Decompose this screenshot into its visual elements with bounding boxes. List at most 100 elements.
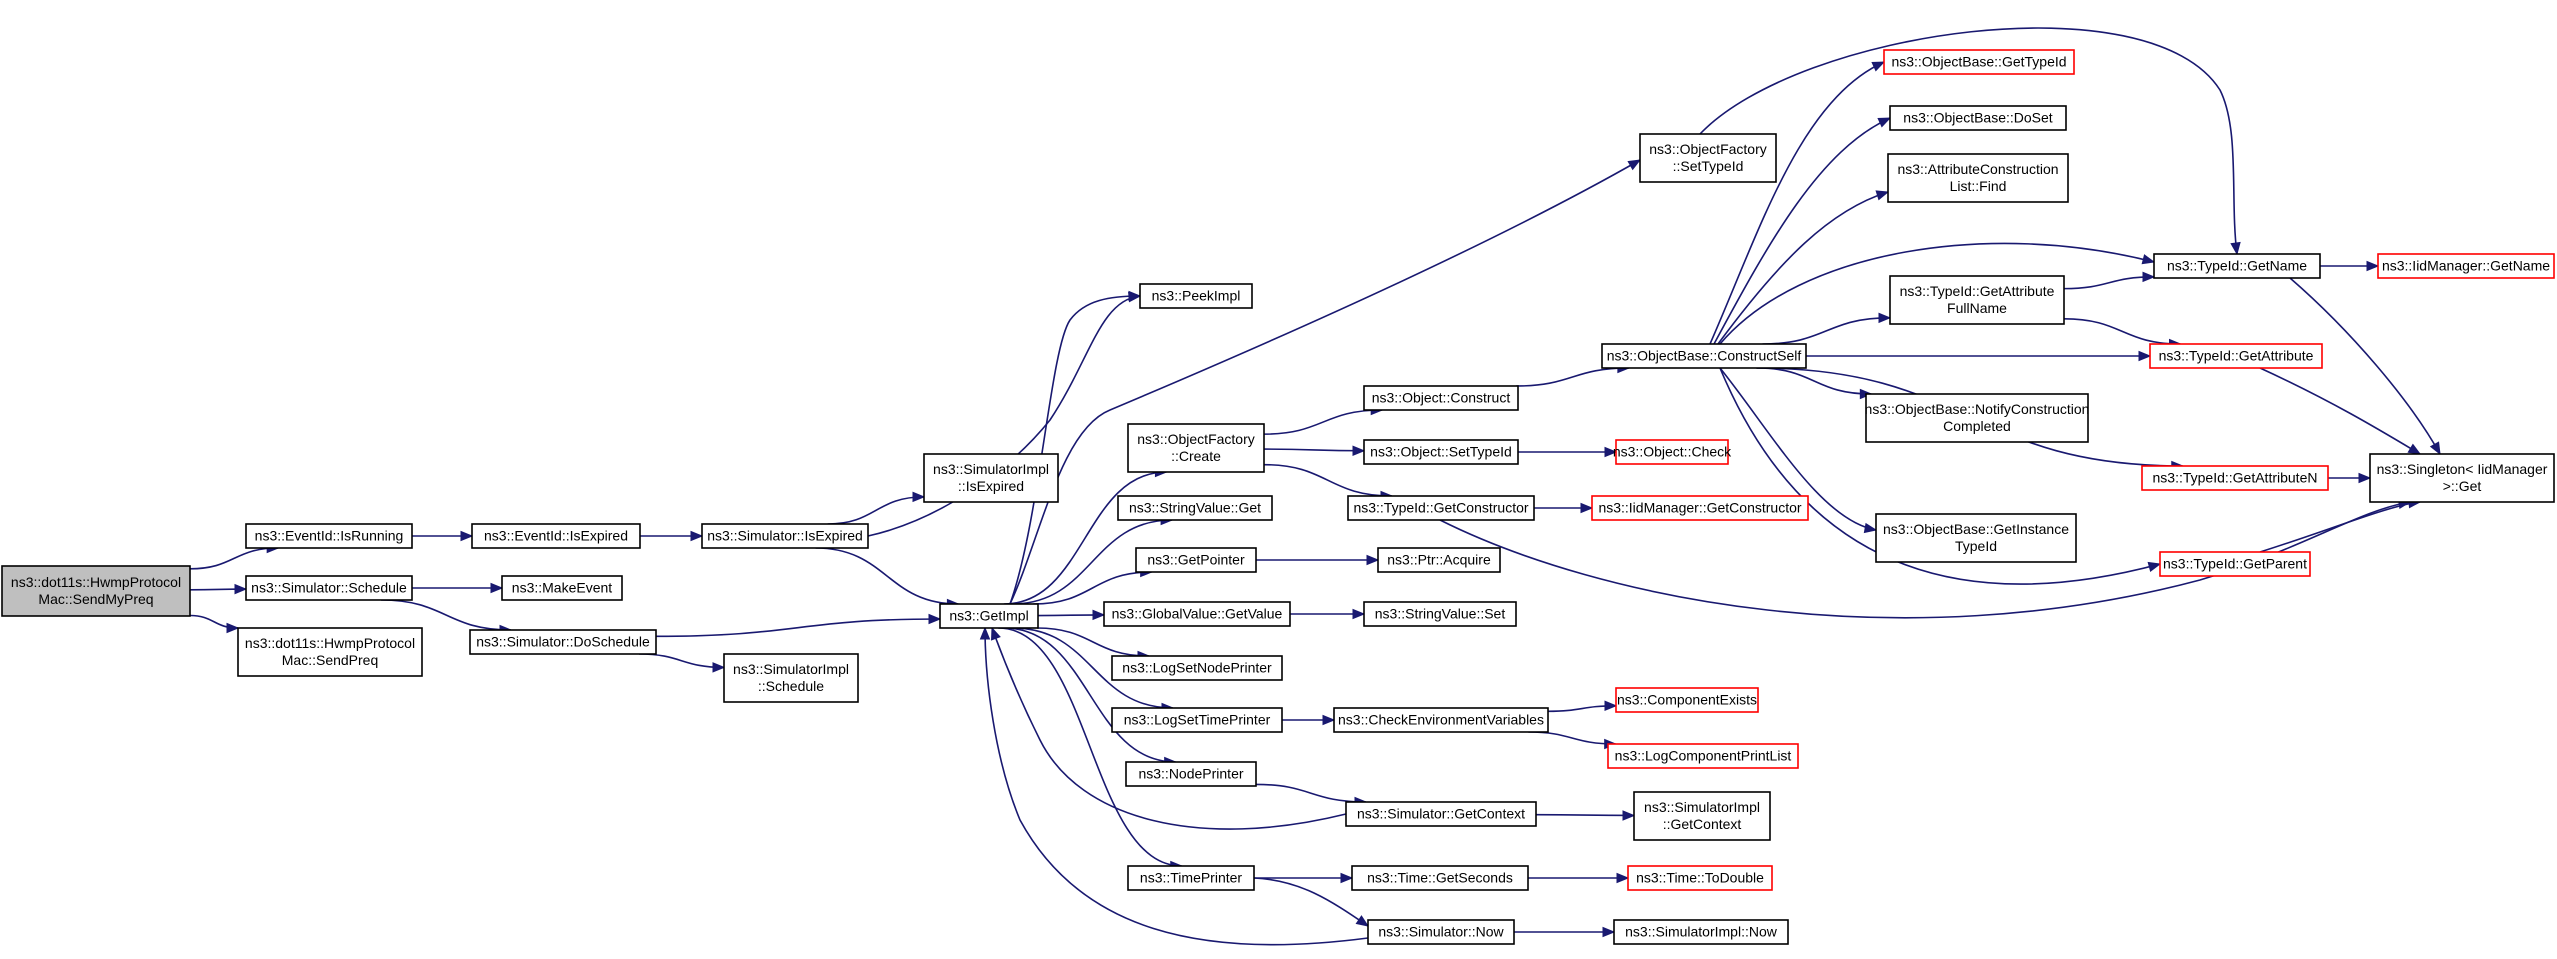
node-box xyxy=(2153,253,2321,279)
node-svSet[interactable]: ns3::StringValue::Set xyxy=(1363,601,1517,627)
arrowhead-obConstructSelf-to-tidGetAttr xyxy=(2138,350,2152,362)
node-doSchedule[interactable]: ns3::Simulator::DoSchedule xyxy=(469,629,657,655)
edge-obConstructSelf-to-obDoSet xyxy=(1713,117,1891,345)
edge-getImpl-to-getPointer xyxy=(1033,571,1152,605)
node-gvGetValue[interactable]: ns3::GlobalValue::GetValue xyxy=(1103,601,1291,627)
node-box xyxy=(2377,253,2555,279)
node-box xyxy=(1367,919,1515,945)
node-implNow[interactable]: ns3::SimulatorImpl::Now xyxy=(1613,919,1789,945)
node-box xyxy=(2159,551,2311,577)
arrowhead-getImpl-to-peekImpl xyxy=(1128,290,1142,302)
node-box xyxy=(1889,105,2067,131)
node-evIsExpired[interactable]: ns3::EventId::IsExpired xyxy=(471,523,641,549)
node-ofSetTypeId[interactable]: ns3::ObjectFactory::SetTypeId xyxy=(1639,133,1777,183)
node-label: ns3::TypeId::GetParent xyxy=(2163,556,2307,572)
node-singletonGet[interactable]: ns3::Singleton< IidManager>::Get xyxy=(2369,453,2555,503)
node-tidGetCtor[interactable]: ns3::TypeId::GetConstructor xyxy=(1347,495,1535,521)
node-label: ns3::LogSetNodePrinter xyxy=(1122,660,1272,676)
node-timePrinter[interactable]: ns3::TimePrinter xyxy=(1127,865,1255,891)
node-timeGetSeconds[interactable]: ns3::Time::GetSeconds xyxy=(1351,865,1529,891)
node-label: ns3::SimulatorImpl::Now xyxy=(1625,924,1778,940)
node-box xyxy=(1363,601,1517,627)
node-implSchedule[interactable]: ns3::SimulatorImpl::Schedule xyxy=(723,653,859,703)
arrowhead-obConstructSelf-to-obDoSet xyxy=(1877,117,1892,128)
node-iidGetCtor[interactable]: ns3::IidManager::GetConstructor xyxy=(1591,495,1809,521)
edge-nodePrinter-to-simGetContext xyxy=(1255,783,1367,803)
node-objSetTypeId[interactable]: ns3::Object::SetTypeId xyxy=(1363,439,1519,465)
node-logTime[interactable]: ns3::LogSetTimePrinter xyxy=(1111,707,1283,733)
node-box xyxy=(1627,865,1773,891)
edge-layer xyxy=(189,27,2441,946)
edge-objConstruct-to-obConstructSelf xyxy=(1516,367,1629,387)
node-tidGetAttrN[interactable]: ns3::TypeId::GetAttributeN xyxy=(2141,465,2329,491)
node-tidGetParent[interactable]: ns3::TypeId::GetParent xyxy=(2159,551,2311,577)
node-objCheck[interactable]: ns3::Object::Check xyxy=(1613,439,1732,465)
node-peekImpl[interactable]: ns3::PeekImpl xyxy=(1139,283,1253,309)
node-objConstruct[interactable]: ns3::Object::Construct xyxy=(1363,385,1519,411)
arrowhead-tidGetAttrFull-to-tidGetName xyxy=(2142,271,2156,283)
node-timeToDouble[interactable]: ns3::Time::ToDouble xyxy=(1627,865,1773,891)
node-ofCreate[interactable]: ns3::ObjectFactory::Create xyxy=(1127,423,1265,473)
arrowhead-obConstructSelf-to-tidGetParent xyxy=(2147,561,2162,573)
node-logNode[interactable]: ns3::LogSetNodePrinter xyxy=(1111,655,1283,681)
node-box xyxy=(701,523,869,549)
node-ptrAcquire[interactable]: ns3::Ptr::Acquire xyxy=(1377,547,1501,573)
edge-tidGetAttrFull-to-tidGetAttr xyxy=(2063,318,2181,345)
edge-getImpl-to-ofCreate xyxy=(1003,471,1167,605)
node-getPointer[interactable]: ns3::GetPointer xyxy=(1135,547,1257,573)
node-simNow[interactable]: ns3::Simulator::Now xyxy=(1367,919,1515,945)
node-simSchedule[interactable]: ns3::Simulator::Schedule xyxy=(245,575,413,601)
node-label: ns3::AttributeConstruction xyxy=(1897,161,2058,177)
arrowhead-simGetContext-to-getImpl xyxy=(991,626,1001,641)
node-iidGetName[interactable]: ns3::IidManager::GetName xyxy=(2377,253,2555,279)
node-label: Completed xyxy=(1943,418,2011,434)
node-svGet[interactable]: ns3::StringValue::Get xyxy=(1117,495,1273,521)
node-tidGetAttr[interactable]: ns3::TypeId::GetAttribute xyxy=(2149,343,2323,369)
edge-ofCreate-to-objConstruct xyxy=(1263,409,1383,435)
node-label: ns3::ObjectBase::GetInstance xyxy=(1883,521,2069,537)
arrowhead-logTime-to-checkEnv xyxy=(1322,714,1336,726)
arrowhead-getImpl-to-ofSetTypeId xyxy=(1627,159,1642,171)
edge-simIsExpired-to-peekImpl xyxy=(867,295,1141,537)
node-evIsRunning[interactable]: ns3::EventId::IsRunning xyxy=(245,523,413,549)
node-implIsExpired[interactable]: ns3::SimulatorImpl::IsExpired xyxy=(923,453,1059,503)
node-obConstructSelf[interactable]: ns3::ObjectBase::ConstructSelf xyxy=(1601,343,1807,369)
node-label: ns3::Singleton< IidManager xyxy=(2377,461,2548,477)
node-getImpl[interactable]: ns3::GetImpl xyxy=(939,603,1039,629)
node-implGetContext[interactable]: ns3::SimulatorImpl::GetContext xyxy=(1633,791,1771,841)
node-simGetContext[interactable]: ns3::Simulator::GetContext xyxy=(1345,801,1537,827)
edge-tidGetName-to-singletonGet xyxy=(2289,277,2441,455)
node-tidGetName[interactable]: ns3::TypeId::GetName xyxy=(2153,253,2321,279)
node-box xyxy=(237,627,423,677)
edge-tidGetAttr-to-singletonGet xyxy=(2259,367,2421,455)
node-box xyxy=(939,603,1039,629)
edge-getImpl-to-nodePrinter xyxy=(1004,627,1176,763)
node-obGetTypeId[interactable]: ns3::ObjectBase::GetTypeId xyxy=(1883,49,2075,75)
node-checkEnv[interactable]: ns3::CheckEnvironmentVariables xyxy=(1333,707,1549,733)
node-box xyxy=(1117,495,1273,521)
node-logCompPrint[interactable]: ns3::LogComponentPrintList xyxy=(1607,743,1799,769)
node-box xyxy=(1111,707,1283,733)
node-label: ns3::TypeId::GetAttribute xyxy=(1900,283,2055,299)
arrowhead-root-to-simSchedule xyxy=(234,583,248,595)
node-obDoSet[interactable]: ns3::ObjectBase::DoSet xyxy=(1889,105,2067,131)
edge-obConstructSelf-to-attrFind xyxy=(1717,191,1889,345)
node-obNotify[interactable]: ns3::ObjectBase::NotifyConstructionCompl… xyxy=(1865,393,2090,443)
edge-tidGetCtor-to-singletonGet xyxy=(1439,501,2411,619)
node-simIsExpired[interactable]: ns3::Simulator::IsExpired xyxy=(701,523,869,549)
node-nodePrinter[interactable]: ns3::NodePrinter xyxy=(1125,761,1257,787)
edge-doSchedule-to-implSchedule xyxy=(638,653,725,669)
node-label: ns3::StringValue::Get xyxy=(1129,500,1261,516)
node-makeEvent[interactable]: ns3::MakeEvent xyxy=(501,575,623,601)
node-compExists[interactable]: ns3::ComponentExists xyxy=(1615,687,1759,713)
edge-tidGetParent-to-singletonGet xyxy=(2259,501,2421,553)
node-label: Mac::SendMyPreq xyxy=(38,591,153,607)
node-box xyxy=(1347,495,1535,521)
node-box xyxy=(1633,791,1771,841)
arrowhead-tidGetAttrN-to-singletonGet xyxy=(2358,472,2372,484)
